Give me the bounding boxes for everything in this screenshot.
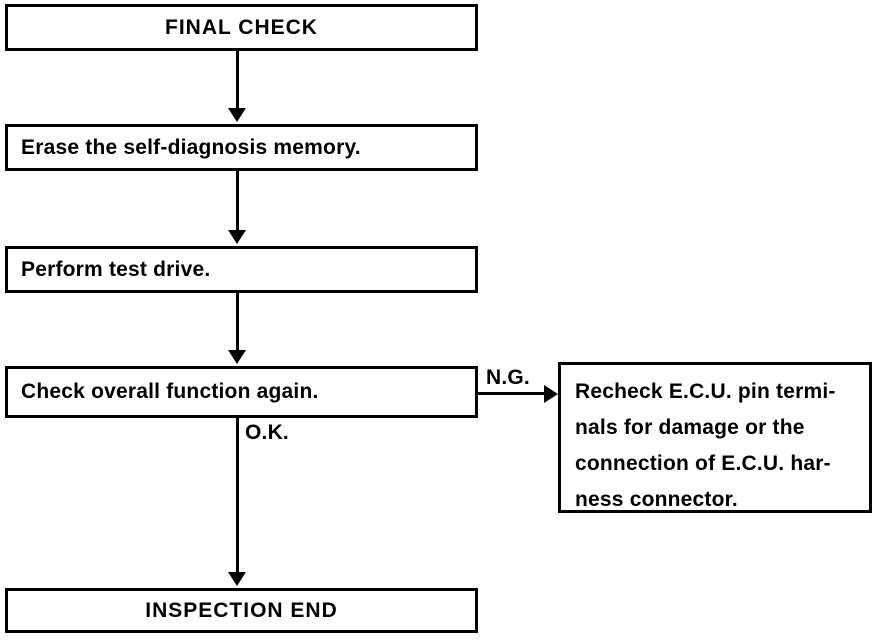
node-recheck-ecu-line-4: ness connector. xyxy=(575,488,738,511)
node-recheck-ecu-line-1: Recheck E.C.U. pin termi- xyxy=(575,380,836,403)
connector-erase-to-test-drive xyxy=(236,171,239,233)
edge-label-ok: O.K. xyxy=(245,421,289,444)
node-recheck-ecu-line-2: nals for damage or the xyxy=(575,416,805,439)
node-recheck-ecu[interactable]: Recheck E.C.U. pin termi- nals for damag… xyxy=(558,362,872,513)
edge-label-ng: N.G. xyxy=(486,366,530,389)
arrow-down-icon xyxy=(228,230,246,244)
connector-check-to-inspection-end-ok xyxy=(236,418,239,575)
node-erase-memory-label: Erase the self-diagnosis memory. xyxy=(21,135,361,159)
node-recheck-ecu-line-3: connection of E.C.U. har- xyxy=(575,452,831,475)
node-recheck-ecu-label: Recheck E.C.U. pin termi- nals for damag… xyxy=(561,365,869,518)
node-test-drive[interactable]: Perform test drive. xyxy=(5,246,478,293)
node-inspection-end[interactable]: INSPECTION END xyxy=(5,588,478,633)
arrow-down-icon xyxy=(228,572,246,586)
arrow-right-icon xyxy=(544,385,558,403)
arrow-down-icon xyxy=(228,350,246,364)
node-inspection-end-label: INSPECTION END xyxy=(145,598,338,622)
node-test-drive-label: Perform test drive. xyxy=(21,257,211,281)
node-final-check-label: FINAL CHECK xyxy=(165,15,318,39)
node-final-check[interactable]: FINAL CHECK xyxy=(5,4,478,51)
node-erase-memory[interactable]: Erase the self-diagnosis memory. xyxy=(5,124,478,171)
connector-test-drive-to-check xyxy=(236,293,239,353)
node-check-function-label: Check overall function again. xyxy=(21,380,319,404)
connector-check-to-recheck-ng xyxy=(478,392,546,395)
node-check-function[interactable]: Check overall function again. xyxy=(5,366,478,418)
connector-final-check-to-erase xyxy=(236,51,239,113)
arrow-down-icon xyxy=(228,108,246,122)
